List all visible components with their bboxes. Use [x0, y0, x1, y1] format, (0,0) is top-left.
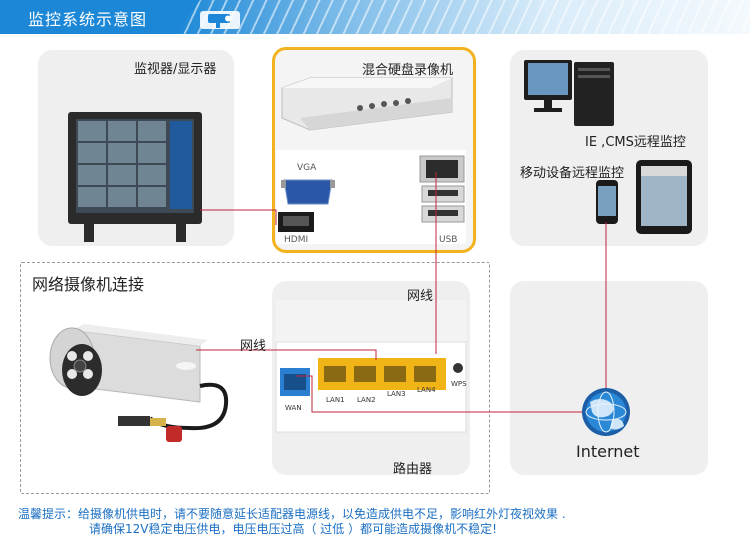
connection-lines — [196, 172, 607, 413]
monitor-illustration — [68, 112, 202, 242]
camera-cable-label: 网线 — [240, 339, 267, 354]
mobile-devices-illustration — [596, 160, 692, 234]
header-tab — [0, 0, 200, 34]
wps-label: WPS — [451, 380, 467, 388]
header-stripes — [175, 0, 750, 34]
hdmi-label: HDMI — [284, 235, 309, 245]
footer-line-1: 温馨提示：给摄像机供电时，请不要随意延长适配器电源线，以免造成供电不足，影响红外… — [18, 507, 566, 521]
globe-icon — [582, 388, 630, 436]
router-illustration — [275, 300, 467, 433]
lan1-label: LAN1 — [326, 396, 345, 404]
router-label: 路由器 — [393, 462, 433, 477]
dvr-label: 混合硬盘录像机 — [362, 63, 454, 78]
lan3-label: LAN3 — [387, 390, 406, 398]
hdmi-cable-line — [200, 209, 277, 225]
page-header: 监控系统示意图 — [0, 0, 750, 34]
page-title: 监控系统示意图 — [28, 10, 148, 29]
pc-illustration — [524, 60, 614, 126]
monitor-label: 监视器/显示器 — [134, 62, 217, 77]
vga-label: VGA — [297, 163, 317, 173]
camera-section-title: 网络摄像机连接 — [32, 275, 145, 294]
pc-monitoring-label: IE ,CMS远程监控 — [585, 135, 686, 150]
lan2-label: LAN2 — [357, 396, 376, 404]
camera-connection-frame — [20, 262, 490, 494]
router-cable-label: 网线 — [407, 289, 434, 304]
internet-panel — [510, 281, 708, 475]
wan-internet-line — [296, 375, 582, 413]
footer-line-2: 请确保12V稳定电压供电，电压电压过高（ 过低 ）都可能造成摄像机不稳定! — [89, 522, 497, 536]
wan-label: WAN — [285, 404, 302, 412]
camera-router-cable-line — [196, 349, 377, 360]
cctv-camera-icon — [200, 11, 240, 29]
camera-illustration — [49, 324, 229, 442]
footer-note: 温馨提示：给摄像机供电时，请不要随意延长适配器电源线，以免造成供电不足，影响红外… — [18, 507, 566, 537]
mobile-monitoring-label: 移动设备远程监控 — [520, 166, 625, 181]
internet-label: Internet — [576, 442, 640, 461]
dvr-illustration — [276, 77, 466, 244]
lan4-label: LAN4 — [417, 386, 436, 394]
usb-label: USB — [439, 235, 458, 245]
